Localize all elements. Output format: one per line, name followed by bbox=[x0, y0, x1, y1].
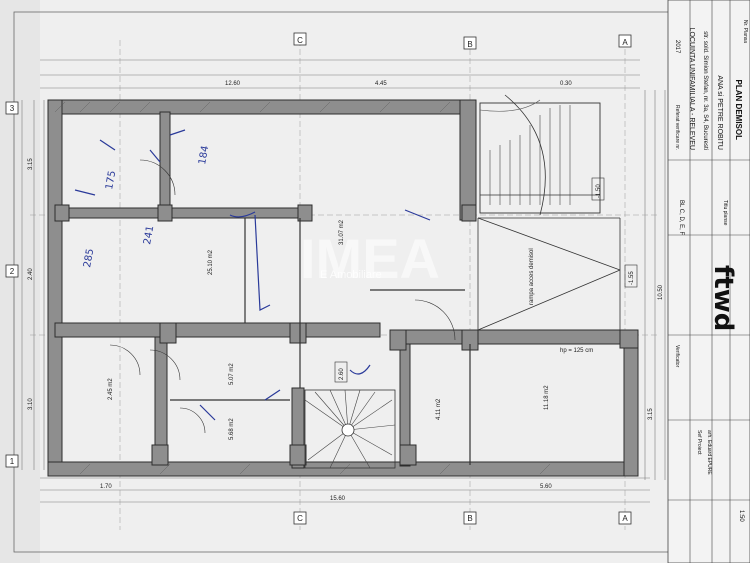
interior-partitions bbox=[170, 218, 471, 465]
title-block bbox=[667, 0, 750, 563]
dim-left-2: 2.40 bbox=[28, 268, 34, 280]
level-box-1 bbox=[591, 177, 605, 201]
main-stair bbox=[479, 94, 601, 216]
axis-markers-top bbox=[293, 32, 632, 50]
blocks-code: BL C, D, E, F bbox=[678, 200, 684, 235]
hp-note: hp = 125 cm bbox=[560, 348, 593, 354]
scale-value: 1:50 bbox=[738, 510, 744, 522]
watermark-logo: IMEA bbox=[300, 227, 440, 290]
wall-hatching bbox=[54, 101, 551, 475]
pen-annotations bbox=[74, 129, 431, 421]
axis-label-a-bottom: A bbox=[622, 514, 628, 523]
project-address: str. sold. Simion Stefan, nr. 3a, S4, Bu… bbox=[702, 31, 708, 150]
axis-label-c-bottom: C bbox=[297, 514, 303, 523]
axis-label-1-left: 1 bbox=[10, 457, 15, 466]
bottom-dimension-lines bbox=[40, 477, 650, 503]
dim-top-1: 12.60 bbox=[225, 81, 241, 87]
sheet-number-label: Nr. Plansa bbox=[742, 20, 748, 43]
axis-label-b-bottom: B bbox=[467, 514, 472, 523]
top-dimension-lines bbox=[40, 59, 640, 89]
year-label: 2017 bbox=[674, 40, 680, 54]
verifier-label: Verificator bbox=[674, 345, 680, 368]
room-area-3: 5.07 m2 bbox=[229, 363, 235, 385]
dim-right-2: 3.15 bbox=[648, 408, 654, 420]
dim-left-3: 3.10 bbox=[28, 398, 34, 410]
dim-right-1: 10.50 bbox=[658, 284, 664, 300]
spiral-stair bbox=[304, 389, 396, 469]
exterior-walls bbox=[47, 99, 639, 477]
dim-bottom-3: 1.70 bbox=[100, 484, 112, 490]
stair-level-label-2: -1.55 bbox=[629, 271, 635, 285]
axis-label-3-left: 3 bbox=[10, 104, 15, 113]
columns bbox=[54, 204, 639, 466]
handwritten-184: 184 bbox=[197, 145, 211, 166]
door-swings bbox=[109, 159, 456, 434]
axis-label-a-top: A bbox=[622, 38, 628, 47]
room-area-5: 4.11 m2 bbox=[436, 398, 442, 420]
access-ramp bbox=[477, 217, 621, 331]
axis-markers-bottom bbox=[293, 511, 632, 525]
dim-top-2: 4.45 bbox=[375, 81, 387, 87]
axis-label-b-top: B bbox=[467, 40, 472, 49]
level-box-2 bbox=[624, 264, 638, 288]
ref-level: 2.60 bbox=[339, 368, 345, 380]
referent-label: Referat verificare nr. bbox=[674, 105, 680, 150]
sheet-name: PLAN DEMISOL bbox=[734, 80, 743, 141]
watermark-text: E Amobiliare bbox=[320, 269, 382, 281]
axis-markers-left bbox=[5, 101, 19, 468]
handwritten-285: 285 bbox=[82, 248, 96, 269]
handwritten-241: 241 bbox=[142, 225, 156, 246]
sheet-title-label: Titlu planse bbox=[722, 200, 728, 226]
chief-name: arh. Eduard EPURE bbox=[706, 430, 712, 475]
axis-label-c-top: C bbox=[297, 36, 303, 45]
dim-bottom-1: 15.60 bbox=[330, 496, 346, 502]
room-area-7: 2.45 m2 bbox=[108, 378, 114, 400]
paper-left-shade bbox=[0, 0, 40, 563]
chief-label: Sef Proiect bbox=[696, 430, 702, 455]
project-owners: ANA si PETRE ROBITU bbox=[716, 75, 723, 150]
dim-left-1: 3.15 bbox=[28, 158, 34, 170]
room-area-2: 31.07 m2 bbox=[339, 219, 345, 245]
handwritten-175: 175 bbox=[104, 170, 118, 191]
dim-top-3: 0.30 bbox=[560, 81, 572, 87]
ramp-label: rampa acces demisol bbox=[529, 248, 535, 305]
right-dimension-lines bbox=[644, 90, 666, 480]
dim-bottom-2: 5.60 bbox=[540, 484, 552, 490]
axis-label-2-left: 2 bbox=[10, 267, 15, 276]
room-area-1: 25.10 m2 bbox=[208, 249, 214, 275]
level-box-3 bbox=[334, 361, 348, 383]
firm-logo: ftwd bbox=[708, 265, 738, 331]
stair-level-label: -1.50 bbox=[596, 184, 602, 198]
left-dimension-lines bbox=[21, 100, 45, 470]
room-area-6: 11.18 m2 bbox=[544, 385, 550, 410]
room-area-4: 5.68 m2 bbox=[229, 418, 235, 440]
project-title: LOCUINTA UNIFAMILIALA - RELEVEU bbox=[688, 28, 695, 150]
